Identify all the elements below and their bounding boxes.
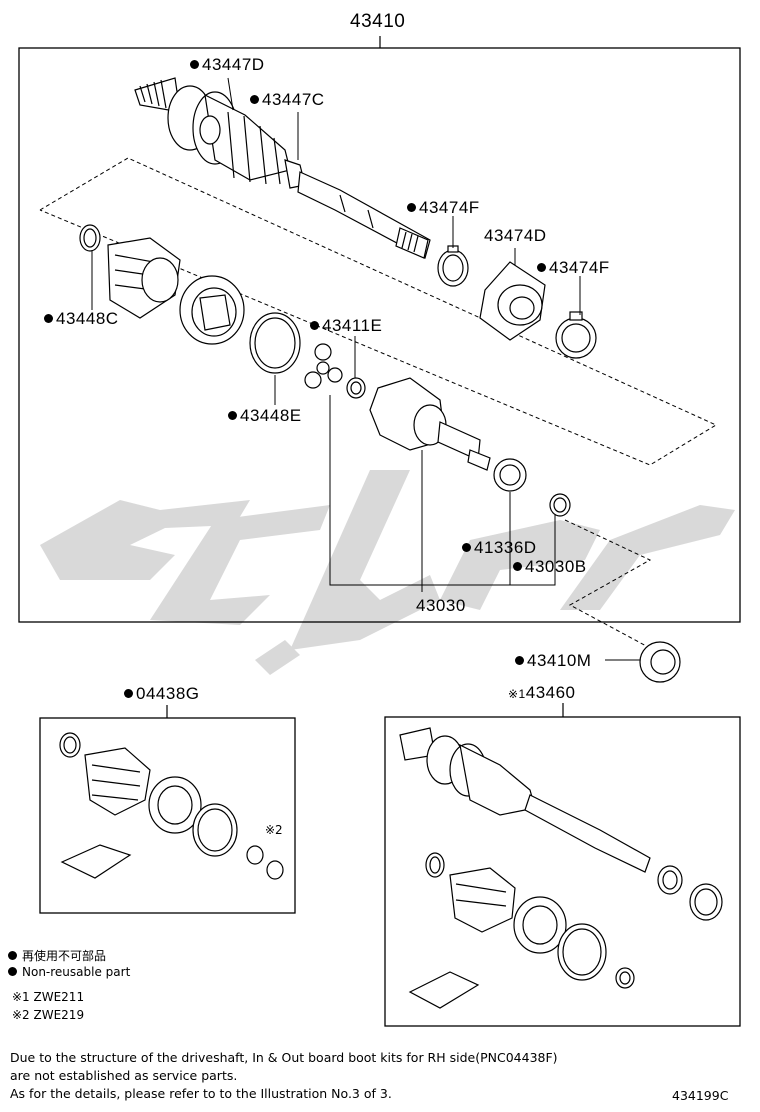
seal-41336d (493, 458, 527, 492)
label-rh-shaft: ※143460 (508, 683, 576, 704)
legend-en: Non-reusable part (8, 965, 130, 980)
watermark-logo (40, 470, 735, 675)
illustration-code: 434199C (672, 1088, 729, 1103)
label-boot-clamp-c-text: 43448C (56, 309, 119, 328)
label-boot-kit: 04438G (124, 684, 200, 704)
label-rh-shaft-prefix: ※1 (508, 687, 526, 701)
driveshaft-outer (134, 77, 431, 259)
label-outer-clamp-text: 43447C (262, 90, 325, 109)
label-outer-clamp: 43447C (250, 90, 325, 110)
label-clamp-f-right: 43474F (537, 258, 610, 278)
label-spider-text: 43411E (322, 316, 383, 335)
footer-line-1: Due to the structure of the driveshaft, … (10, 1050, 558, 1065)
footer-line-3: As for the details, please refer to to t… (10, 1086, 392, 1101)
label-outer-joint-text: 43447D (202, 55, 265, 74)
clamp-43448c (79, 224, 101, 252)
label-outer-joint: 43447D (190, 55, 265, 75)
legend-note2: ※2 ZWE219 (12, 1008, 85, 1022)
label-kit-note-mark: ※2 (265, 823, 283, 837)
clamp-43474f-right (555, 311, 597, 359)
label-boot-clamp-c: 43448C (44, 309, 119, 329)
clamp-43474f-upper (437, 245, 469, 287)
label-snap-ring: 43030B (513, 557, 587, 577)
label-bearing: 43410M (515, 651, 591, 671)
label-inboard-joint: 43030 (416, 596, 466, 615)
label-spider: 43411E (310, 316, 382, 336)
spider-43411e (304, 343, 343, 389)
legend-jp: 再使用不可部品 (8, 949, 106, 964)
label-bearing-text: 43410M (527, 651, 592, 670)
label-boot-clamp-e-text: 43448E (240, 406, 302, 425)
label-snap-ring-text: 43030B (525, 557, 587, 576)
label-clamp-f-upper-text: 43474F (419, 198, 480, 217)
label-rh-shaft-text: 43460 (525, 683, 576, 702)
bearing-43410m (639, 641, 681, 683)
label-boot-kit-text: 04438G (136, 684, 200, 703)
footer-line-2: are not established as service parts. (10, 1068, 238, 1083)
boot-outer (107, 237, 181, 319)
snap-ring-43030b (549, 493, 571, 517)
driveshaft-43460 (399, 727, 723, 1009)
label-assembly: 43410 (350, 11, 406, 32)
legend-jp-text: 再使用不可部品 (22, 949, 107, 963)
boot-kit-04438g (59, 732, 284, 880)
label-seal-text: 41336D (474, 538, 537, 557)
label-boot-clamp-e: 43448E (228, 406, 302, 426)
legend-en-text: Non-reusable part (22, 965, 131, 979)
snap-ring-small (346, 377, 366, 399)
label-clamp-f-right-text: 43474F (549, 258, 610, 277)
label-clamp-f-upper: 43474F (407, 198, 480, 218)
label-damper: 43474D (484, 226, 547, 245)
legend-note1: ※1 ZWE211 (12, 990, 85, 1004)
joint-cage (179, 275, 245, 345)
label-seal: 41336D (462, 538, 537, 558)
tulip-housing (369, 377, 491, 471)
clamp-43448e (249, 312, 301, 374)
damper-43474d (479, 261, 546, 341)
